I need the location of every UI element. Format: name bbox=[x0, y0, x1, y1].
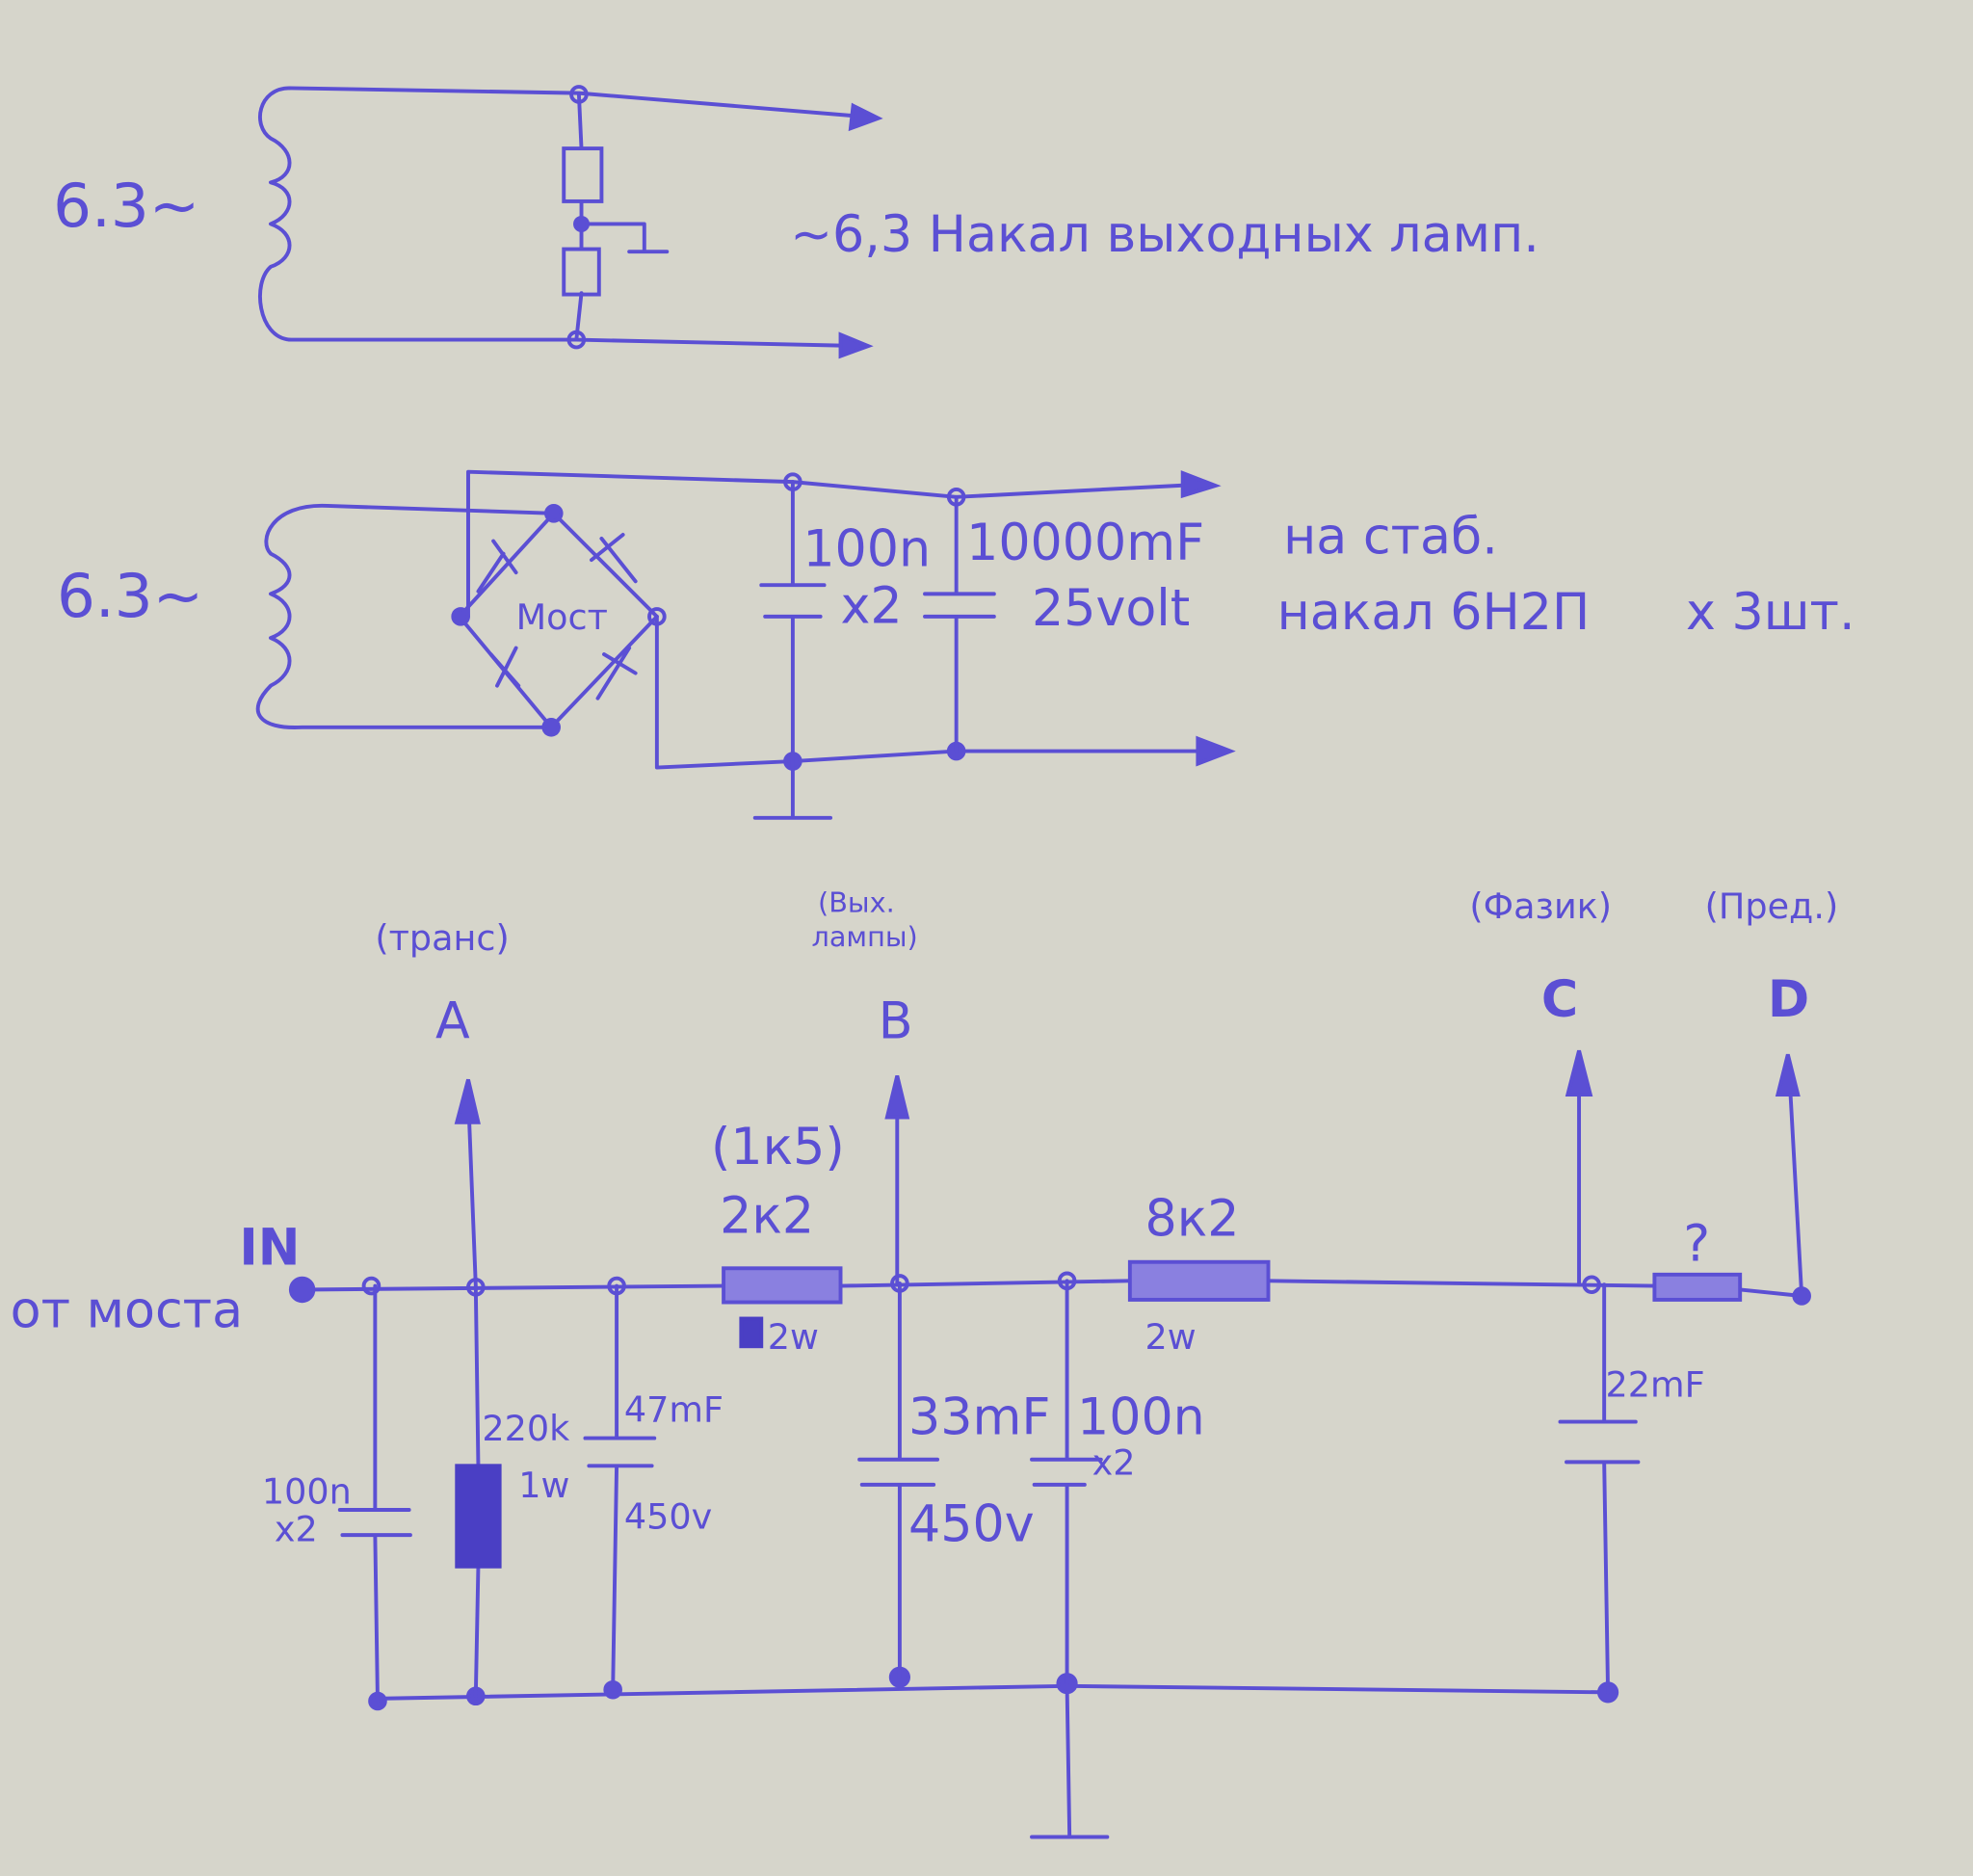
cap-value: 100n bbox=[802, 521, 931, 579]
source-label: 6.3~ bbox=[53, 171, 199, 241]
resistor-alt-value: (1к5) bbox=[711, 1119, 845, 1176]
cap-value: 10000mF bbox=[966, 515, 1204, 572]
tap-d-label: D bbox=[1768, 971, 1809, 1029]
arrow-icon bbox=[1180, 470, 1222, 499]
cap-count: x2 bbox=[1092, 1441, 1136, 1483]
tap-a-desc: (транс) bbox=[375, 917, 509, 959]
note: на стаб. bbox=[1283, 509, 1498, 567]
tap-a-label: A bbox=[435, 992, 470, 1050]
filament-output-circuit: 6.3~ ~6,3 Накал выходных ламп. bbox=[53, 85, 1539, 359]
note-qty: x 3шт. bbox=[1686, 584, 1855, 642]
cap-voltage: 450v bbox=[624, 1496, 712, 1538]
diode-icon bbox=[595, 646, 638, 700]
resistor-unknown bbox=[1652, 1272, 1743, 1302]
tap-c-label: C bbox=[1541, 971, 1578, 1029]
arrow-icon bbox=[1196, 735, 1236, 767]
input-terminal bbox=[288, 1276, 316, 1304]
arrow-up-icon bbox=[884, 1075, 910, 1120]
cap-voltage: 450v bbox=[908, 1496, 1035, 1554]
cap-value: 33mF bbox=[908, 1389, 1050, 1447]
cap-value: 47mF bbox=[624, 1389, 723, 1431]
cap-value: 100n bbox=[1077, 1389, 1205, 1447]
resistor-power: 1w bbox=[518, 1465, 569, 1506]
transformer-winding-1 bbox=[258, 86, 292, 342]
cap-voltage: 25volt bbox=[1032, 580, 1190, 638]
cap-value: 22mF bbox=[1605, 1363, 1704, 1405]
cap-count: x2 bbox=[841, 577, 903, 635]
resistor-value: 2к2 bbox=[720, 1188, 814, 1246]
anode-supply-circuit: IN от моста (транс) A (Вых. лампы) B (Фа… bbox=[11, 885, 1839, 1839]
cap-value: 100n bbox=[262, 1470, 352, 1512]
tap-c-desc: (Фазик) bbox=[1469, 885, 1612, 927]
arrow-icon bbox=[848, 102, 883, 132]
transformer-winding-2 bbox=[255, 503, 556, 729]
node bbox=[573, 215, 591, 232]
resistor-value: ? bbox=[1683, 1215, 1710, 1273]
arrow-up-icon bbox=[1775, 1053, 1801, 1097]
resistor-2k2 bbox=[722, 1266, 843, 1305]
tap-b-desc: (Вых. bbox=[818, 886, 895, 919]
nodes bbox=[361, 1271, 1811, 1711]
cap-count: x2 bbox=[275, 1509, 318, 1550]
diode-icon bbox=[590, 533, 638, 584]
diode-icon bbox=[476, 539, 518, 594]
resistor-value: 8к2 bbox=[1145, 1190, 1240, 1248]
bridge-label: Мост bbox=[516, 596, 608, 638]
input-source: от моста bbox=[11, 1282, 243, 1340]
resistor bbox=[562, 247, 601, 297]
resistor-power: 2w bbox=[768, 1316, 819, 1358]
resistor bbox=[562, 146, 604, 203]
arrow-up-icon bbox=[454, 1078, 481, 1124]
tap-d-desc: (Пред.) bbox=[1705, 885, 1839, 927]
input-label: IN bbox=[239, 1219, 300, 1277]
tap-b-desc: лампы) bbox=[811, 920, 917, 953]
arrow-icon bbox=[838, 331, 874, 359]
filament-preamp-circuit: 6.3~ Мост 100n x2 10000mF 25volt на стаб… bbox=[57, 469, 1855, 820]
marker-square bbox=[739, 1316, 764, 1349]
resistor-value: 220k bbox=[482, 1408, 570, 1449]
note: ~6,3 Накал выходных ламп. bbox=[790, 206, 1539, 264]
resistor-power: 2w bbox=[1145, 1316, 1197, 1358]
source-label: 6.3~ bbox=[57, 561, 203, 631]
diode-icon bbox=[488, 646, 521, 688]
resistor-8k2 bbox=[1127, 1259, 1271, 1302]
arrow-up-icon bbox=[1565, 1049, 1593, 1097]
note: накал 6Н2П bbox=[1277, 584, 1591, 642]
tap-b-label: B bbox=[879, 992, 913, 1050]
resistor-220k bbox=[455, 1464, 502, 1569]
